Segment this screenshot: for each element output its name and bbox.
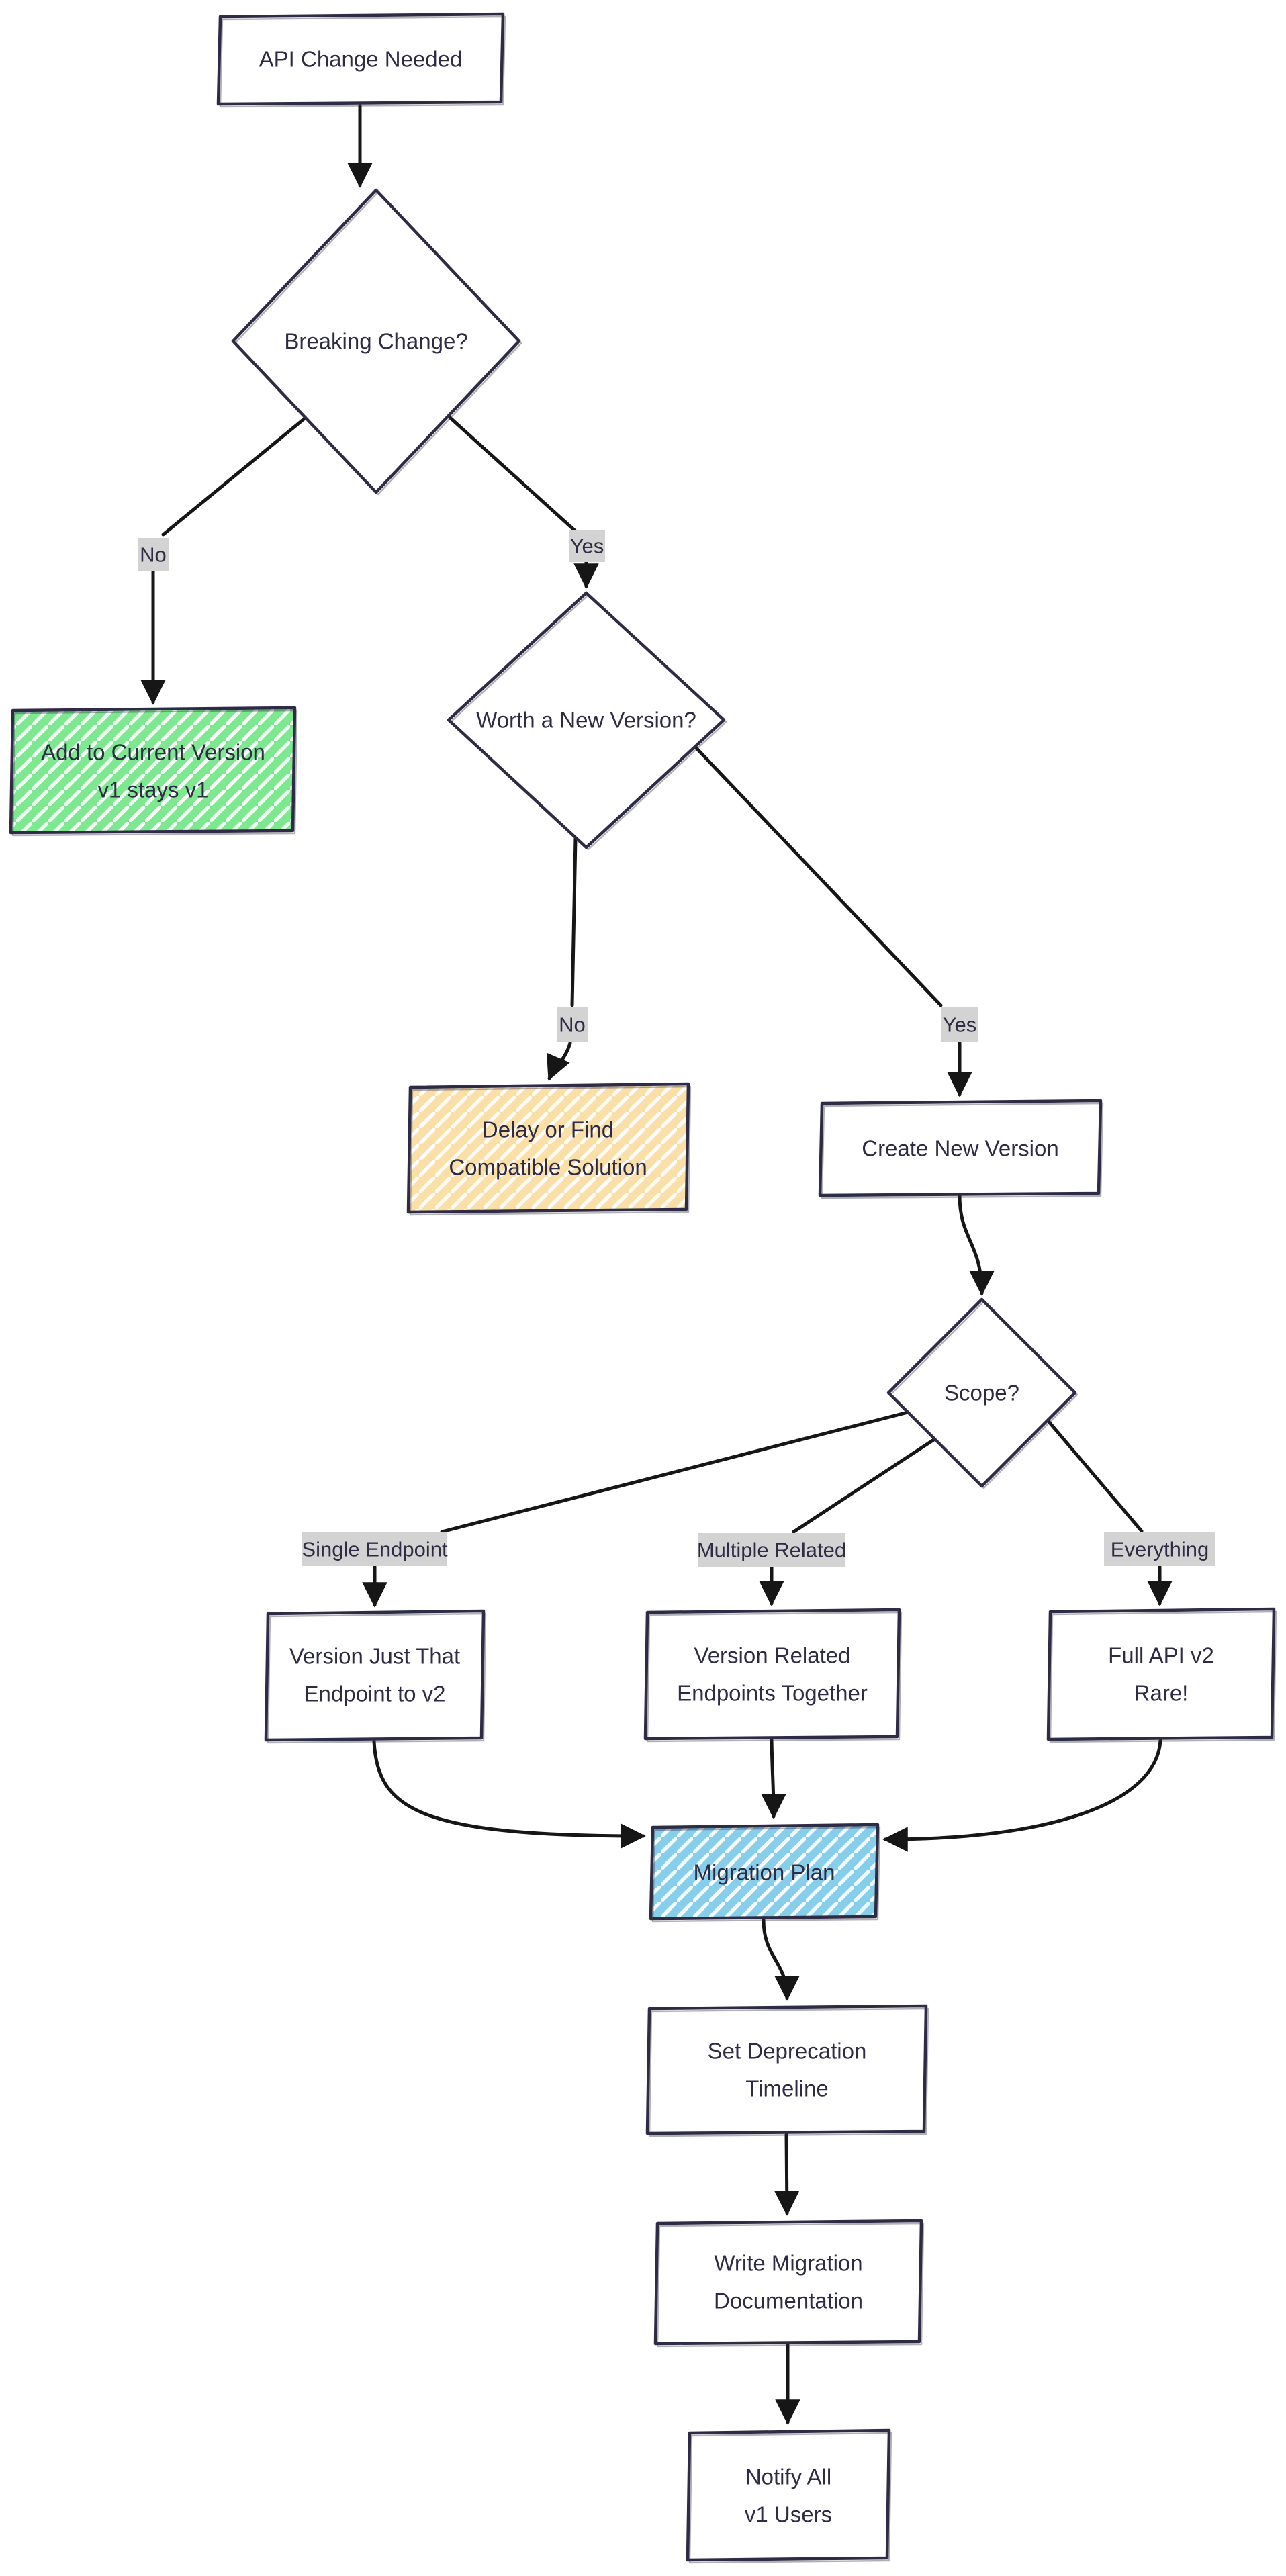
node-write-migration-docs-line2: Documentation: [714, 2289, 863, 2313]
node-breaking-change-label: Breaking Change?: [284, 329, 467, 354]
edge-worth-to-no-label: [570, 836, 578, 1007]
node-write-migration-docs: Write Migration Documentation: [653, 2219, 925, 2348]
node-set-deprecation-line2: Timeline: [745, 2076, 828, 2101]
edge-versionrelated-to-migration: [761, 1738, 786, 1819]
node-migration-plan-label: Migration Plan: [694, 1860, 835, 1885]
node-delay-or-find-line2: Compatible Solution: [449, 1155, 647, 1180]
node-notify-v1-users-line2: v1 Users: [745, 2502, 832, 2527]
node-notify-v1-users-line1: Notify All: [745, 2465, 831, 2489]
edge-no-label-to-delay: [547, 1041, 572, 1081]
edge-scope-to-single-label: [440, 1410, 910, 1534]
node-api-change-label: API Change Needed: [259, 47, 463, 72]
edge-label-scope-multiple-text: Multiple Related: [697, 1538, 846, 1562]
node-version-just-that: Version Just That Endpoint to v2: [264, 1609, 487, 1744]
edge-worth-to-yes-label: [693, 745, 943, 1007]
edges: [140, 104, 1173, 2425]
node-worth-new-version-label: Worth a New Version?: [476, 708, 696, 733]
edge-label-bg: [941, 1007, 978, 1042]
node-version-related-line1: Version Related: [694, 1643, 851, 1668]
node-migration-plan: Migration Plan: [649, 1823, 881, 1923]
edge-versionjust-to-migration: [372, 1739, 646, 1849]
node-add-to-current: Add to Current Version v1 stays v1: [9, 706, 298, 837]
edge-label-bg: [302, 1532, 447, 1566]
node-set-deprecation-line1: Set Deprecation: [708, 2039, 867, 2064]
node-create-new-version-label: Create New Version: [862, 1136, 1058, 1161]
edge-label-worth-no-text: No: [559, 1013, 586, 1037]
node-scope-label: Scope?: [944, 1381, 1019, 1406]
edge-label-worth-yes-text: Yes: [943, 1013, 977, 1037]
edge-label-bg: [698, 1533, 845, 1567]
edge-createnew-to-scope: [958, 1194, 995, 1296]
edge-label-bg: [569, 530, 605, 562]
node-version-just-that-line2: Endpoint to v2: [304, 1682, 446, 1706]
edge-label-breaking-no-text: No: [140, 543, 167, 567]
edge-label-bg: [557, 1007, 588, 1042]
edge-migration-to-deprecation: [762, 1918, 800, 2001]
edge-label-scope-single: Single Endpoint: [302, 1532, 448, 1566]
node-full-api-v2-line2: Rare!: [1134, 1681, 1189, 1706]
node-worth-new-version-diamond: Worth a New Version?: [447, 591, 727, 851]
edge-label-bg: [1104, 1532, 1215, 1566]
node-add-to-current-line2: v1 stays v1: [97, 778, 208, 802]
edge-label-scope-everything-text: Everything: [1111, 1538, 1209, 1561]
node-set-deprecation: Set Deprecation Timeline: [645, 2004, 929, 2137]
edge-label-bg: [138, 538, 169, 571]
edge-label-worth-yes: Yes: [941, 1007, 978, 1042]
edge-label-scope-multiple: Multiple Related: [697, 1533, 846, 1567]
edge-scope-to-everything-label: [1046, 1418, 1144, 1533]
node-delay-or-find-line1: Delay or Find: [482, 1117, 614, 1142]
node-api-change: API Change Needed: [216, 12, 506, 108]
node-delay-or-find: Delay or Find Compatible Solution: [406, 1082, 692, 1216]
node-create-new-version: Create New Version: [818, 1099, 1104, 1199]
node-version-related: Version Related Endpoints Together: [643, 1608, 903, 1743]
node-version-just-that-line1: Version Just That: [289, 1644, 460, 1669]
edge-deprecation-to-docs: [774, 2133, 800, 2216]
edge-label-scope-everything: Everything: [1104, 1532, 1215, 1566]
node-scope-diamond: Scope?: [886, 1297, 1078, 1489]
node-full-api-v2-line1: Full API v2: [1108, 1643, 1214, 1668]
edge-fullapi-to-migration: [882, 1739, 1162, 1852]
edge-label-worth-no: No: [557, 1007, 588, 1042]
edge-label-breaking-yes: Yes: [569, 530, 605, 562]
node-write-migration-docs-line1: Write Migration: [714, 2251, 862, 2276]
node-add-to-current-line1: Add to Current Version: [41, 740, 265, 765]
node-breaking-change-diamond: Breaking Change?: [231, 188, 522, 496]
node-notify-v1-users: Notify All v1 Users: [686, 2428, 892, 2564]
node-version-related-line2: Endpoints Together: [677, 1681, 868, 1706]
edge-scope-to-multiple-label: [792, 1437, 937, 1534]
edge-breaking-to-no-label: [161, 416, 308, 537]
node-full-api-v2: Full API v2 Rare!: [1046, 1607, 1277, 1743]
edge-label-breaking-no: No: [138, 538, 169, 571]
edge-breaking-to-yes-label: [447, 414, 578, 533]
edge-label-breaking-yes-text: Yes: [570, 535, 604, 558]
edge-label-scope-single-text: Single Endpoint: [302, 1538, 448, 1561]
